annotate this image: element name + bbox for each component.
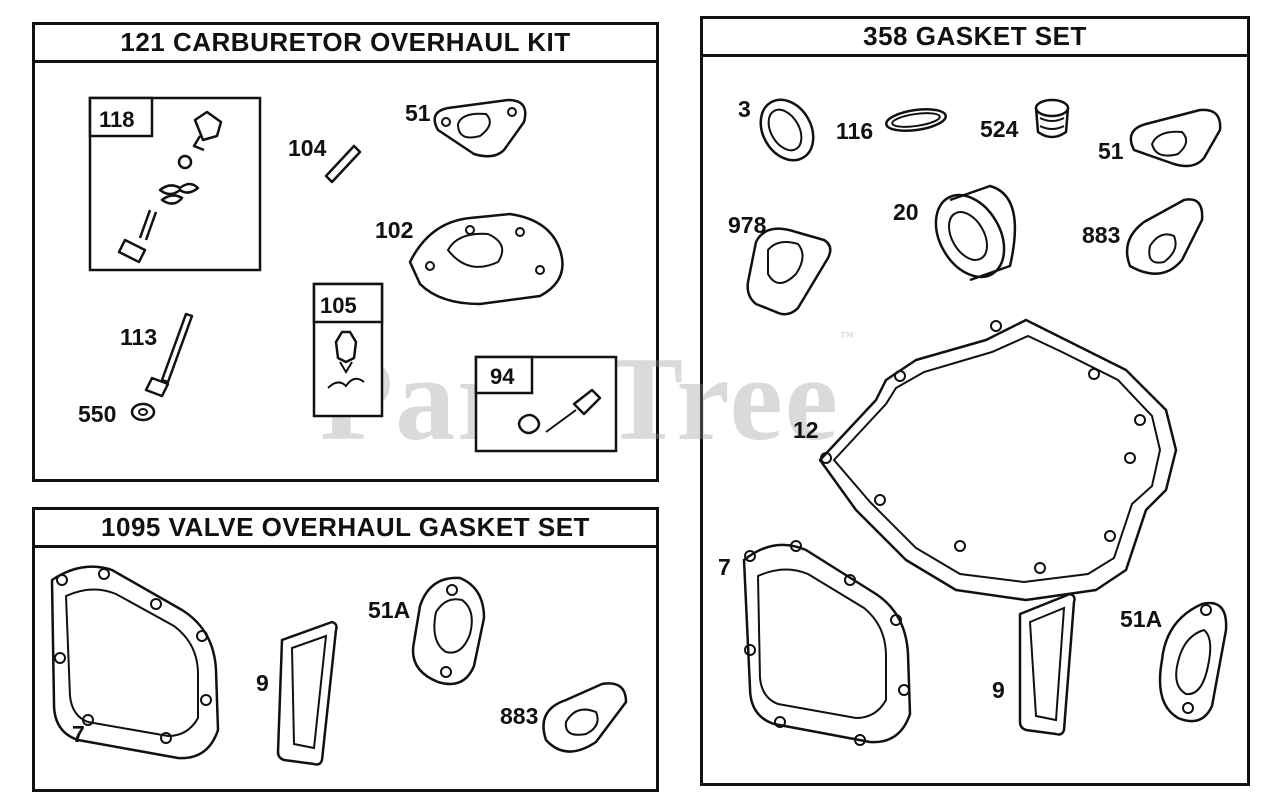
subkit-94-label: 94 <box>490 364 515 389</box>
label-883-valve: 883 <box>500 703 538 729</box>
label-51a-gasket: 51A <box>1120 606 1162 632</box>
gasket-51a-valve <box>411 576 486 686</box>
label-12: 12 <box>793 417 819 443</box>
pin-part <box>324 144 362 184</box>
panel-title-valve: 1095 VALVE OVERHAUL GASKET SET <box>35 510 656 548</box>
adjust-needle-113 <box>130 312 194 422</box>
label-102: 102 <box>375 217 413 243</box>
head-gasket-7-valve <box>50 565 220 760</box>
panel-title-gasket: 358 GASKET SET <box>703 19 1247 57</box>
gasket-9-gasket <box>1018 592 1076 736</box>
subkit-105[interactable]: 105 <box>312 282 384 418</box>
panel-valve-overhaul-gasket-set: 1095 VALVE OVERHAUL GASKET SET <box>32 507 659 792</box>
subkit-118[interactable]: 118 <box>88 96 262 272</box>
label-978: 978 <box>728 212 767 238</box>
float-needle-part <box>117 110 223 264</box>
label-3: 3 <box>738 96 751 122</box>
label-7-valve: 7 <box>72 721 85 747</box>
subkit-105-label: 105 <box>320 293 357 318</box>
label-51-carb: 51 <box>405 100 431 126</box>
seal-3 <box>759 98 815 162</box>
label-550: 550 <box>78 401 116 427</box>
gasket-883-valve <box>542 682 628 753</box>
head-gasket-7-gasket <box>742 540 912 746</box>
panel-title-carburetor: 121 CARBURETOR OVERHAUL KIT <box>35 25 656 63</box>
sump-gasket-12 <box>818 318 1178 602</box>
idle-screw-part <box>517 388 602 435</box>
label-524: 524 <box>980 116 1019 142</box>
inlet-needle-part <box>327 330 365 389</box>
subkit-94[interactable]: 94 <box>474 355 618 453</box>
gasket-883-gasket <box>1125 198 1204 275</box>
seal-20 <box>934 184 1017 282</box>
subkit-118-label: 118 <box>99 107 135 132</box>
diaphragm-102 <box>408 212 564 306</box>
grommet-524 <box>1034 98 1070 139</box>
label-51-gasket: 51 <box>1098 138 1124 164</box>
label-116: 116 <box>836 118 873 144</box>
gasket-51a-gasket <box>1158 601 1228 723</box>
gasket-9-valve <box>276 620 338 766</box>
oring-116 <box>885 108 947 132</box>
gasket-978 <box>746 227 832 316</box>
label-51a-valve: 51A <box>368 597 410 623</box>
label-9-valve: 9 <box>256 670 269 696</box>
label-7-gasket: 7 <box>718 554 731 580</box>
label-104: 104 <box>288 135 327 161</box>
label-883-gasket: 883 <box>1082 222 1120 248</box>
gasket-51-carb <box>433 98 527 158</box>
label-113: 113 <box>120 324 157 350</box>
gasket-51-gasket <box>1129 108 1222 168</box>
label-9-gasket: 9 <box>992 677 1005 703</box>
label-20: 20 <box>893 199 919 225</box>
